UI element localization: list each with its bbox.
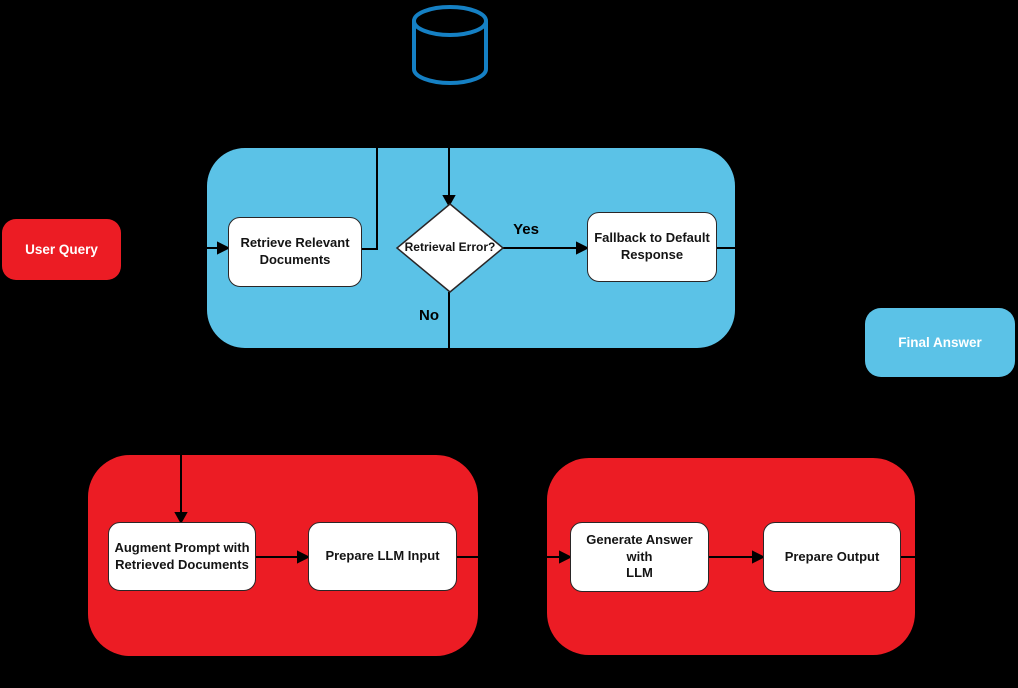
arrowhead-into-fallback [576, 241, 590, 255]
edge-label-yes: Yes [513, 221, 539, 238]
retrieval-error-decision-shape [395, 203, 505, 293]
user-query-node: User Query [2, 219, 121, 280]
fallback-node: Fallback to Default Response [587, 212, 717, 282]
database-cylinder-icon [412, 5, 488, 85]
arrowhead-into-prepare-output [752, 550, 766, 564]
retrieve-documents-node: Retrieve Relevant Documents [228, 217, 362, 287]
augment-prompt-node: Augment Prompt with Retrieved Documents [108, 522, 256, 591]
arrowhead-into-retrieve [217, 241, 231, 255]
arrowhead-into-generate [559, 550, 573, 564]
prepare-output-node: Prepare Output [763, 522, 901, 592]
edge-retrieve-to-database [362, 148, 378, 250]
prepare-llm-input-node: Prepare LLM Input [308, 522, 457, 591]
final-answer-label: Final Answer [898, 335, 982, 350]
arrowhead-into-decision [442, 195, 456, 208]
edge-label-no: No [419, 307, 439, 324]
retrieval-error-decision-label: Retrieval Error? [404, 240, 496, 254]
arrowhead-into-prepare-input [297, 550, 311, 564]
generate-answer-node: Generate Answer with LLM [570, 522, 709, 592]
user-query-label: User Query [25, 242, 98, 257]
arrowhead-into-augment [174, 512, 188, 525]
final-answer-node: Final Answer [865, 308, 1015, 377]
